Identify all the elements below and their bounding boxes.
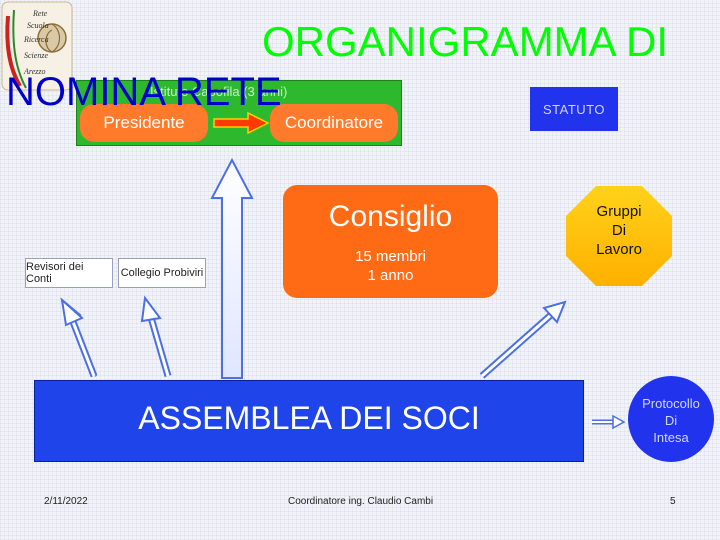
page-title-line1: ORGANIGRAMMA DI (262, 18, 669, 65)
revisori-box: Revisori dei Conti (25, 258, 113, 288)
arrow-to-protocollo (592, 414, 626, 430)
gruppi-octagon (566, 186, 672, 286)
presidente-box: Presidente (80, 104, 208, 142)
footer-author: Coordinatore ing. Claudio Cambi (288, 496, 434, 507)
logo-text-4: Scienze (24, 51, 48, 60)
school-network-logo: Rete Scuola Ricerca Scienze Arezzo (1, 1, 73, 91)
statuto-box: STATUTO (530, 87, 618, 131)
arrow-to-probiviri (140, 295, 172, 377)
arrow-to-gruppi (479, 300, 567, 379)
consiglio-members: 15 membri (355, 248, 426, 265)
protocollo-line3: Intesa (653, 429, 689, 445)
gruppi-line2: Di (611, 222, 627, 239)
footer-date: 2/11/2022 (44, 496, 88, 507)
logo-text-2: Scuola (27, 21, 49, 30)
assemblea-box (34, 380, 584, 462)
logo-text-3: Ricerca (23, 35, 49, 44)
probiviri-box: Collegio Probiviri (118, 258, 206, 288)
arrow-to-revisori (60, 297, 98, 378)
governance-note: Istituto Capofila (3 anni) (150, 84, 288, 99)
consiglio-box (283, 185, 498, 298)
gruppi-line1: Gruppi (596, 203, 642, 220)
logo-text-5: Arezzo (23, 67, 45, 76)
protocollo-line2: Di (664, 412, 678, 428)
page-title-line2: NOMINA RETE (6, 70, 282, 114)
consiglio-details: 15 membri 1 anno (283, 247, 498, 285)
logo-text-1: Rete (32, 9, 48, 18)
consiglio-title: Consiglio (328, 200, 453, 233)
assemblea-label: ASSEMBLEA DEI SOCI (138, 400, 480, 436)
consiglio-duration: 1 anno (367, 267, 414, 284)
protocollo-line1: Protocollo (642, 395, 700, 411)
page-number: 5 (670, 496, 676, 507)
coordinatore-box: Coordinatore (270, 104, 398, 142)
protocollo-circle: Protocollo Di Intesa (628, 376, 714, 462)
gruppi-line3: Lavoro (596, 241, 642, 258)
gruppi-label: Gruppi Di Lavoro (566, 202, 672, 259)
arrow-up-governance (210, 157, 254, 379)
arrow-presidente-coordinatore (213, 111, 270, 135)
